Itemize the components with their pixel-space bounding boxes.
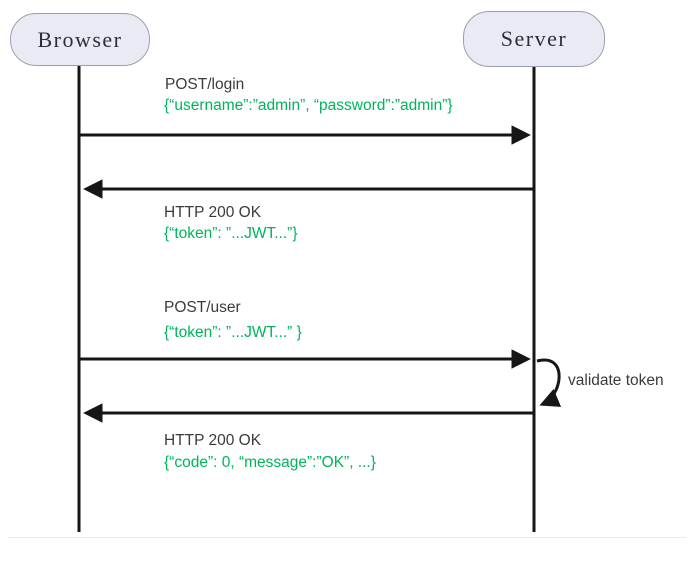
message-title-post-login: POST/login: [165, 76, 245, 93]
actor-box-browser: Browser: [10, 13, 150, 66]
self-loop-validate-token-arrow: [536, 358, 562, 407]
message-payload-token: {“token”: ”...JWT...”}: [164, 225, 298, 242]
actor-label-browser: Browser: [37, 26, 123, 52]
message-title-post-user: POST/user: [164, 299, 241, 316]
message-title-user-response: HTTP 200 OK: [164, 432, 262, 449]
bottom-edge-line: [8, 537, 686, 538]
actor-box-server: Server: [463, 11, 605, 67]
validate-token-label: validate token: [568, 372, 664, 389]
message-payload-result: {“code”: 0, “message”:”OK”, ...}: [164, 454, 376, 471]
message-payload-credentials: {“username”:”admin”, “password”:”admin”}: [164, 97, 453, 114]
message-title-login-response: HTTP 200 OK: [164, 204, 262, 221]
message-payload-token-sent: {“token”: ”...JWT...” }: [164, 324, 302, 341]
actor-label-server: Server: [500, 26, 568, 51]
